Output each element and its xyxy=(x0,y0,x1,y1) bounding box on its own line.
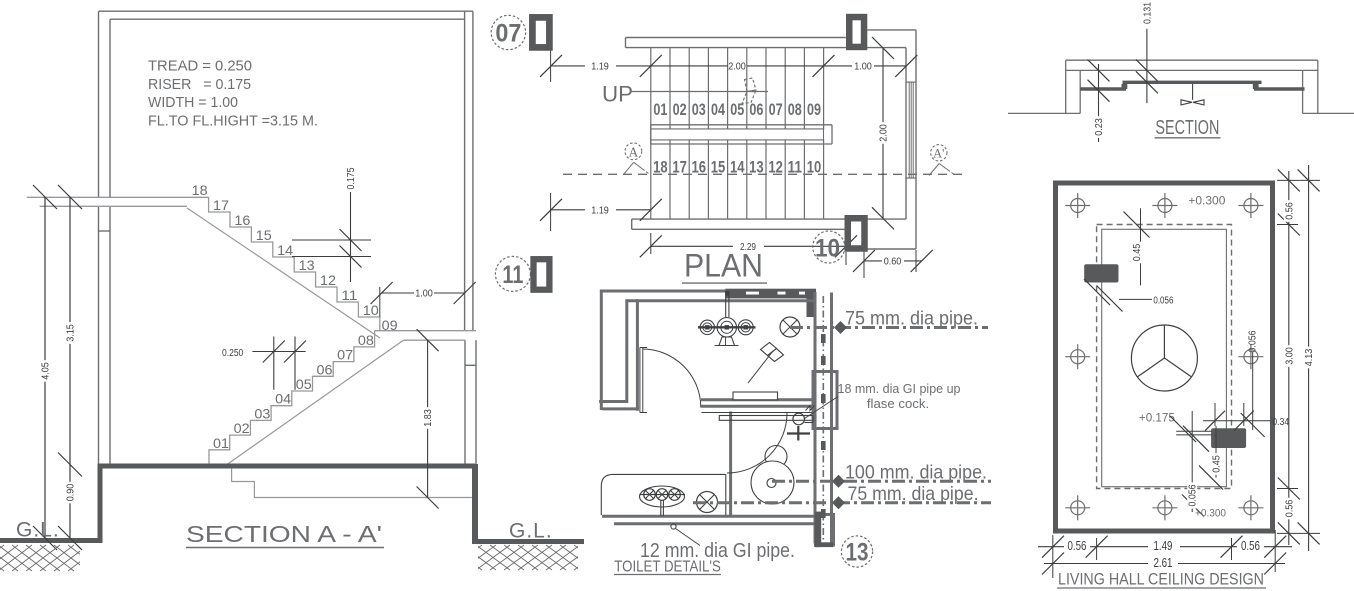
svg-text:1.19: 1.19 xyxy=(591,61,609,72)
svg-text:17: 17 xyxy=(672,158,687,176)
svg-text:07: 07 xyxy=(769,101,783,119)
svg-text:05: 05 xyxy=(730,101,744,119)
svg-text:13: 13 xyxy=(299,258,315,273)
svg-text:06: 06 xyxy=(317,362,333,377)
svg-text:2.29: 2.29 xyxy=(740,242,756,253)
svg-text:0.56: 0.56 xyxy=(1068,539,1087,553)
svg-text:13: 13 xyxy=(846,539,869,567)
svg-text:LIVING HALL CEILING DESIGN: LIVING HALL CEILING DESIGN xyxy=(1058,571,1264,589)
svg-text:12 mm. dia GI pipe.: 12 mm. dia GI pipe. xyxy=(640,540,795,562)
svg-text:RISER = 0.175: RISER = 0.175 xyxy=(148,76,251,93)
svg-text:75 mm. dia pipe.: 75 mm. dia pipe. xyxy=(845,308,978,330)
svg-text:SECTION: SECTION xyxy=(1155,117,1219,139)
svg-text:1.00: 1.00 xyxy=(415,289,433,300)
svg-text:A: A xyxy=(629,144,639,159)
svg-text:WIDTH = 1.00: WIDTH = 1.00 xyxy=(148,94,238,111)
svg-text:4.05: 4.05 xyxy=(41,362,52,380)
svg-text:02: 02 xyxy=(673,101,687,119)
svg-text:0.34: 0.34 xyxy=(1272,417,1289,428)
svg-text:04: 04 xyxy=(711,101,726,119)
svg-text:PLAN: PLAN xyxy=(684,248,763,284)
svg-text:0.56: 0.56 xyxy=(1241,539,1260,553)
svg-text:11: 11 xyxy=(788,158,803,176)
svg-text:0.23: 0.23 xyxy=(1094,118,1105,136)
svg-text:08: 08 xyxy=(358,333,374,348)
svg-text:+0.300: +0.300 xyxy=(1188,196,1225,208)
svg-text:100 mm. dia pipe.: 100 mm. dia pipe. xyxy=(845,462,987,484)
svg-text:11: 11 xyxy=(341,288,357,303)
svg-text:1.00: 1.00 xyxy=(854,61,872,72)
svg-text:flase cock.: flase cock. xyxy=(867,396,929,411)
svg-text:4.13: 4.13 xyxy=(1304,348,1315,366)
svg-text:08: 08 xyxy=(788,101,802,119)
svg-text:01: 01 xyxy=(653,101,667,119)
svg-text:03: 03 xyxy=(254,406,270,421)
svg-text:15: 15 xyxy=(711,158,726,176)
svg-text:2.00: 2.00 xyxy=(728,61,746,72)
svg-text:03: 03 xyxy=(692,101,706,119)
svg-text:18: 18 xyxy=(653,158,668,176)
svg-text:09: 09 xyxy=(382,318,398,333)
svg-text:0.056: 0.056 xyxy=(1248,330,1259,352)
svg-text:04: 04 xyxy=(275,392,292,407)
svg-text:14: 14 xyxy=(277,243,294,258)
svg-text:16: 16 xyxy=(692,158,707,176)
svg-text:10: 10 xyxy=(815,235,840,263)
svg-text:12: 12 xyxy=(320,273,336,288)
svg-text:0.056: 0.056 xyxy=(1153,296,1173,307)
svg-text:10: 10 xyxy=(807,158,822,176)
svg-text:12: 12 xyxy=(768,158,783,176)
svg-text:01: 01 xyxy=(213,436,229,451)
svg-text:15: 15 xyxy=(256,228,272,243)
svg-text:0.056: 0.056 xyxy=(1188,484,1199,506)
svg-text:1.19: 1.19 xyxy=(591,205,609,216)
svg-text:1.83: 1.83 xyxy=(423,409,434,427)
svg-text:10: 10 xyxy=(363,303,379,318)
svg-text:05: 05 xyxy=(296,377,312,392)
svg-text:0.90: 0.90 xyxy=(66,483,77,501)
svg-text:11: 11 xyxy=(502,261,523,289)
svg-text:16: 16 xyxy=(234,213,250,228)
svg-text:02: 02 xyxy=(234,421,250,436)
svg-text:0.60: 0.60 xyxy=(884,256,902,267)
svg-text:75 mm. dia pipe.: 75 mm. dia pipe. xyxy=(848,483,979,505)
svg-text:09: 09 xyxy=(807,101,821,119)
svg-text:0.175: 0.175 xyxy=(346,167,357,189)
svg-text:2.61: 2.61 xyxy=(1154,556,1173,570)
svg-text:0.250: 0.250 xyxy=(222,348,244,359)
svg-text:SECTION A - A': SECTION A - A' xyxy=(186,521,382,547)
svg-text:17: 17 xyxy=(213,198,229,213)
svg-text:2.00: 2.00 xyxy=(879,124,890,142)
svg-text:14: 14 xyxy=(730,158,745,176)
svg-text:UP: UP xyxy=(602,82,633,107)
svg-text:TREAD = 0.250: TREAD = 0.250 xyxy=(148,58,252,75)
svg-text:0.56: 0.56 xyxy=(1284,202,1295,220)
svg-text:FL.TO FL.HIGHT =3.15 M.: FL.TO FL.HIGHT =3.15 M. xyxy=(148,113,318,130)
svg-text:1.49: 1.49 xyxy=(1154,539,1173,553)
svg-text:18: 18 xyxy=(192,183,208,198)
svg-text:G.L.: G.L. xyxy=(509,520,553,543)
svg-text:07: 07 xyxy=(337,348,353,363)
svg-text:TOILET DETAIL'S: TOILET DETAIL'S xyxy=(614,559,721,576)
svg-text:3.15: 3.15 xyxy=(66,324,77,342)
svg-text:0.131: 0.131 xyxy=(1142,2,1153,24)
svg-text:0.45: 0.45 xyxy=(1132,243,1143,261)
svg-text:06: 06 xyxy=(749,101,763,119)
svg-text:0.45: 0.45 xyxy=(1212,455,1223,473)
svg-text:A': A' xyxy=(933,147,944,161)
svg-text:+0.300: +0.300 xyxy=(1195,508,1226,520)
svg-text:13: 13 xyxy=(749,158,764,176)
svg-text:G.L.: G.L. xyxy=(16,519,60,542)
svg-text:18 mm. dia GI pipe up: 18 mm. dia GI pipe up xyxy=(838,381,961,396)
svg-text:3.00: 3.00 xyxy=(1284,347,1295,365)
svg-text:07: 07 xyxy=(495,20,521,48)
svg-text:0.56: 0.56 xyxy=(1284,499,1295,517)
svg-text:+0.175: +0.175 xyxy=(1139,411,1175,425)
